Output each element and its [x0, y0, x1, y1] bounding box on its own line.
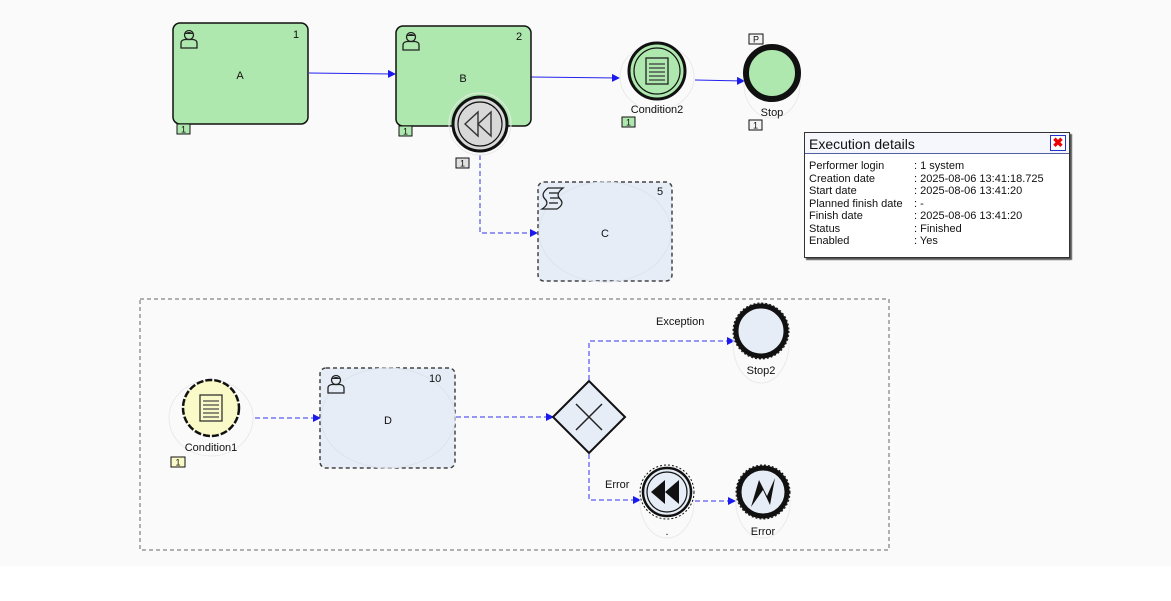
task-a[interactable]: 1 A: [172, 22, 309, 125]
detail-key: Enabled: [809, 235, 850, 247]
badge-count: 1: [753, 121, 758, 131]
intermediate-condition-event-condition2[interactable]: Condition2: [619, 41, 695, 116]
edges: [255, 69, 745, 505]
event-label: .: [665, 526, 668, 538]
detail-value: : Yes: [914, 235, 938, 247]
priority-badge[interactable]: P: [748, 33, 764, 45]
edge-a-b[interactable]: [308, 69, 396, 78]
task-number: 5: [657, 186, 663, 198]
detail-row: Creation date : 2025-08-06 13:41:18.725: [809, 173, 1065, 186]
detail-value: : 2025-08-06 13:41:20: [914, 185, 1023, 197]
start-condition-event-condition1[interactable]: Condition1: [168, 378, 254, 457]
badge-count: 1: [181, 125, 186, 135]
detail-key: Finish date: [809, 210, 863, 222]
compensation-throw-event[interactable]: .: [639, 464, 695, 539]
subprocess-container[interactable]: [139, 298, 890, 551]
badge-count: 1: [460, 159, 465, 169]
detail-row: Performer login : 1 system: [809, 160, 1065, 173]
task-label: A: [236, 70, 244, 82]
detail-value: : Finished: [914, 222, 962, 235]
error-end-event[interactable]: Error: [735, 464, 791, 539]
token-badge[interactable]: 1: [170, 456, 186, 468]
process-diagram: Exception Error 1 A 1 2 B 1 1: [139, 22, 890, 551]
diagram-canvas: Exception Error 1 A 1 2 B 1 1: [139, 22, 890, 551]
edge-label-error: Error: [605, 479, 630, 491]
task-number: 1: [293, 29, 299, 41]
token-badge[interactable]: 1: [176, 123, 191, 135]
token-badge[interactable]: 1: [455, 157, 470, 169]
detail-key: Start date: [809, 185, 857, 197]
script-icon: [539, 187, 565, 210]
detail-value: : -: [914, 197, 924, 210]
exclusive-gateway[interactable]: [551, 379, 627, 455]
document-icon: [199, 394, 223, 422]
x-icon: [575, 403, 603, 431]
event-label: Error: [751, 526, 776, 538]
event-label: Condition1: [185, 442, 238, 454]
task-number: 10: [429, 373, 441, 385]
detail-key: Performer login: [809, 160, 885, 172]
detail-value: : 1 system: [914, 160, 965, 172]
detail-row: Enabled : Yes: [809, 235, 1065, 248]
event-label: Stop: [761, 107, 784, 119]
panel-header: Execution details ✖: [805, 133, 1069, 154]
lightning-icon: [751, 478, 775, 507]
detail-key: Creation date: [809, 172, 876, 185]
edge-condition2-stop[interactable]: [694, 76, 745, 85]
detail-row: Finish date : 2025-08-06 13:41:20: [809, 210, 1065, 223]
detail-row: Status : Finished: [809, 223, 1065, 236]
rewind-icon: [651, 480, 679, 504]
task-label: C: [601, 228, 609, 240]
details-list: Performer login : 1 system Creation date:…: [805, 154, 1069, 254]
detail-row: Start date : 2025-08-06 13:41:20: [809, 185, 1065, 198]
end-event-stop2[interactable]: Stop2: [732, 302, 790, 384]
task-label: B: [459, 73, 466, 85]
edge-gateway-compensate[interactable]: [588, 454, 641, 504]
detail-value: : 2025-08-06 13:41:18.725: [914, 172, 1044, 185]
detail-key: Status: [809, 222, 841, 235]
event-label: Condition2: [631, 104, 684, 116]
edge-boundary-c[interactable]: [479, 155, 538, 237]
rewind-icon: [463, 110, 492, 138]
token-badge[interactable]: 1: [621, 116, 636, 128]
detail-value: : 2025-08-06 13:41:20: [914, 210, 1023, 222]
task-number: 2: [516, 31, 522, 43]
boundary-compensation-event[interactable]: [448, 92, 512, 156]
end-event-stop[interactable]: Stop: [743, 44, 801, 119]
detail-row: Planned finish date : -: [809, 198, 1065, 211]
task-label: D: [384, 415, 392, 427]
document-icon: [645, 57, 669, 85]
event-label: Stop2: [747, 365, 776, 377]
badge-text: P: [753, 35, 759, 45]
badge-count: 1: [175, 458, 180, 468]
badge-count: 1: [626, 118, 631, 128]
panel-title: Execution details: [809, 136, 915, 152]
edge-gateway-stop2[interactable]: [588, 337, 735, 380]
edge-b-condition2[interactable]: [530, 73, 620, 82]
edge-label-exception: Exception: [656, 316, 704, 328]
token-badge[interactable]: 1: [748, 119, 763, 131]
close-icon[interactable]: ✖: [1050, 135, 1066, 151]
script-task-c[interactable]: 5 C: [537, 181, 673, 283]
token-badge[interactable]: 1: [398, 125, 413, 137]
task-d[interactable]: 10 D: [319, 367, 456, 469]
execution-details-panel: Execution details ✖ Performer login : 1 s…: [804, 132, 1070, 258]
detail-key: Planned finish date: [809, 197, 903, 210]
badge-count: 1: [403, 127, 408, 137]
